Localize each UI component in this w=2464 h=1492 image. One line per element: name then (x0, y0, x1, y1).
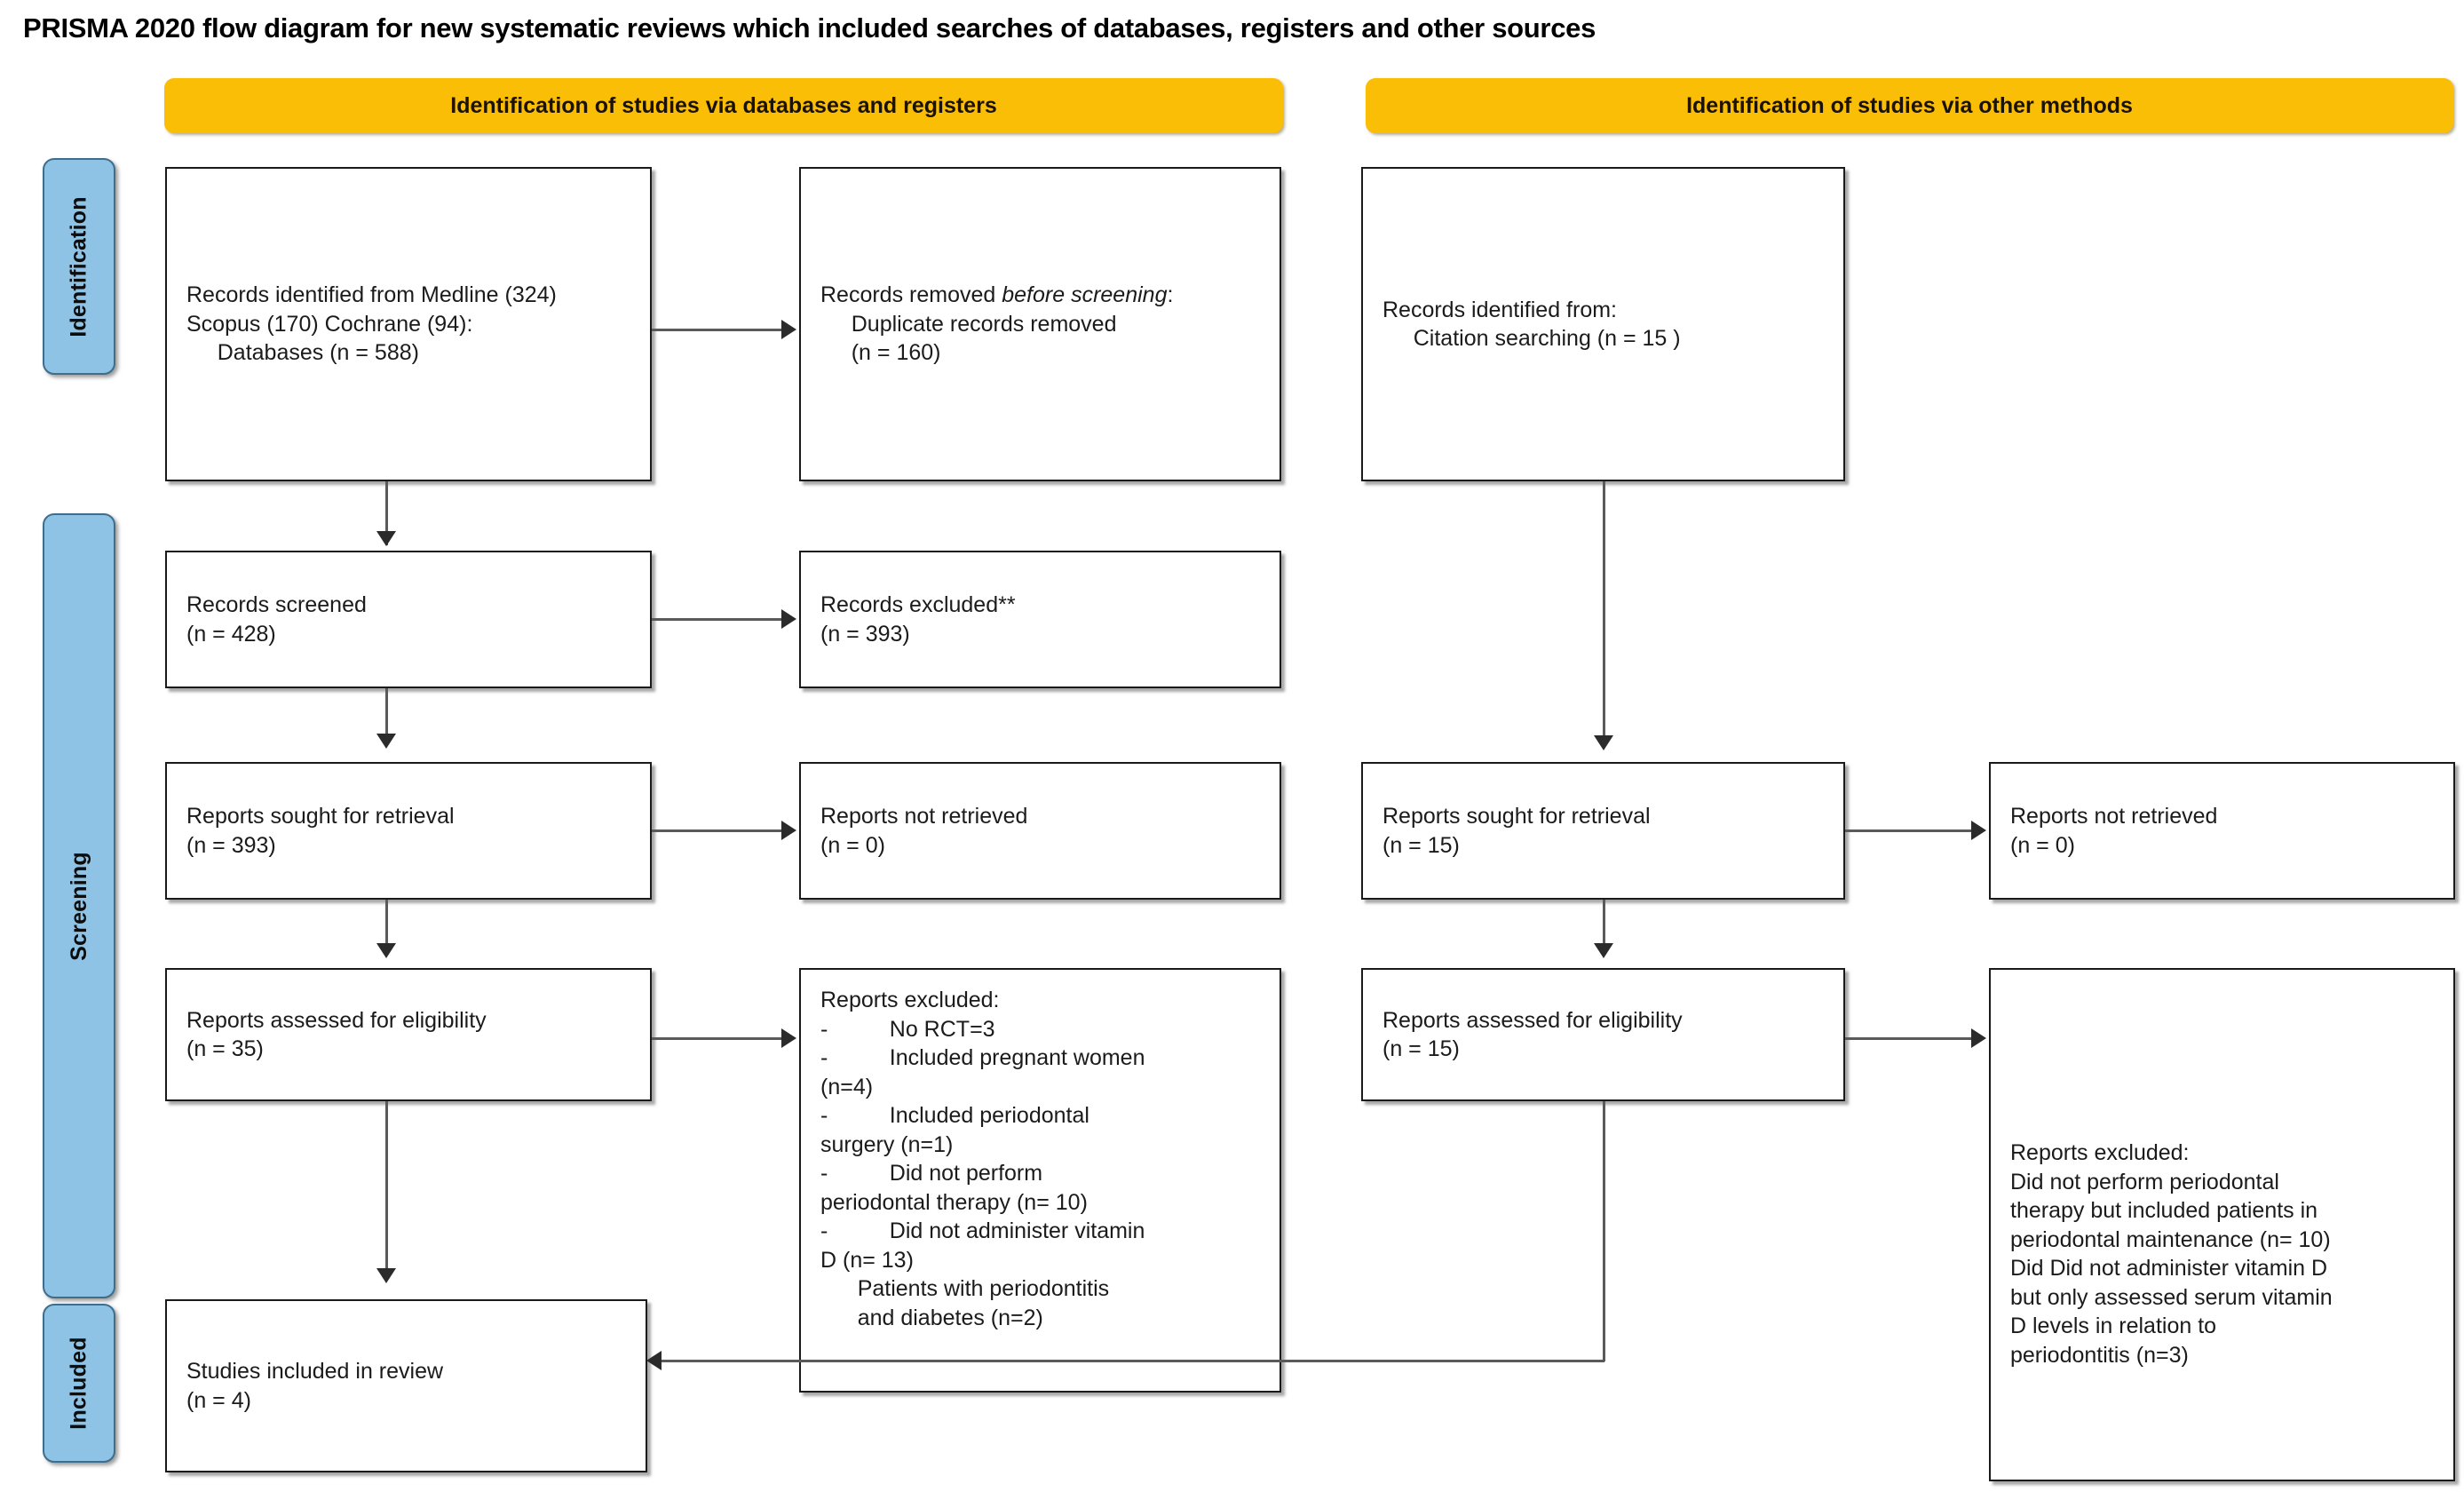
box-reports-sought-right-text: Reports sought for retrieval (n = 15) (1383, 804, 1651, 858)
box-reports-assessed-right: Reports assessed for eligibility (n = 15… (1361, 968, 1845, 1101)
connector-sought-to-notretrieved-right (1845, 829, 1973, 832)
connector-screened-to-excluded (652, 618, 783, 621)
phase-header-databases-label: Identification of studies via databases … (450, 92, 997, 118)
box-records-identified-other: Records identified from: Citation search… (1361, 167, 1845, 481)
arrow-identified-to-screened (376, 531, 396, 546)
connector-assessed-to-excluded-left (652, 1037, 783, 1040)
connector-screened-to-sought (385, 688, 388, 746)
connector-other-identified-to-sought (1603, 481, 1605, 748)
box-studies-included: Studies included in review (n = 4) (165, 1299, 647, 1472)
stage-tab-identification-label: Identification (66, 195, 91, 337)
box-reports-not-retrieved-right-text: Reports not retrieved (n = 0) (2010, 804, 2218, 858)
box-reports-assessed-left-text: Reports assessed for eligibility (n = 35… (186, 1007, 487, 1062)
connector-sought-to-assessed-right (1603, 900, 1605, 955)
arrow-sought-to-assessed-left (376, 943, 396, 958)
box-reports-sought-left-text: Reports sought for retrieval (n = 393) (186, 804, 455, 858)
box-records-identified-other-text: Records identified from: Citation search… (1383, 297, 1681, 352)
box-records-screened: Records screened (n = 428) (165, 551, 652, 688)
box-records-excluded-text: Records excluded** (n = 393) (820, 592, 1016, 647)
box-reports-excluded-right: Reports excluded: Did not perform period… (1989, 968, 2455, 1481)
connector-sought-to-assessed-left (385, 900, 388, 955)
box-reports-sought-left: Reports sought for retrieval (n = 393) (165, 762, 652, 900)
connector-identified-to-screened (385, 481, 388, 545)
box-records-removed-text: Records removed before screening: Duplic… (820, 282, 1174, 366)
stage-tab-included: Included (43, 1304, 115, 1463)
box-records-excluded: Records excluded** (n = 393) (799, 551, 1281, 688)
connector-assessed-to-included (385, 1101, 388, 1279)
stage-tab-screening: Screening (43, 513, 115, 1298)
connector-assessed-to-excluded-right (1845, 1037, 1973, 1040)
arrow-screened-to-excluded (781, 609, 796, 629)
box-records-removed-before-screening: Records removed before screening: Duplic… (799, 167, 1281, 481)
arrow-assessed-right-to-included (646, 1351, 662, 1370)
connector-assessed-right-to-included-vertical (1603, 1101, 1605, 1361)
box-reports-sought-right: Reports sought for retrieval (n = 15) (1361, 762, 1845, 900)
stage-tab-included-label: Included (66, 1337, 91, 1430)
phase-header-other-methods-label: Identification of studies via other meth… (1686, 92, 2133, 118)
box-reports-excluded-left-text: Reports excluded: - No RCT=3 - Included … (820, 988, 1145, 1330)
arrow-identified-to-removed (781, 320, 796, 339)
arrow-other-identified-to-sought (1594, 735, 1613, 750)
box-studies-included-text: Studies included in review (n = 4) (186, 1359, 444, 1413)
box-reports-assessed-left: Reports assessed for eligibility (n = 35… (165, 968, 652, 1101)
arrow-sought-to-notretrieved-left (781, 821, 796, 840)
box-reports-not-retrieved-left: Reports not retrieved (n = 0) (799, 762, 1281, 900)
phase-header-other-methods: Identification of studies via other meth… (1366, 78, 2453, 133)
page-title: PRISMA 2020 flow diagram for new systema… (23, 12, 1596, 44)
box-records-identified-databases: Records identified from Medline (324) Sc… (165, 167, 652, 481)
box-reports-not-retrieved-left-text: Reports not retrieved (n = 0) (820, 804, 1028, 858)
arrow-assessed-to-included (376, 1268, 396, 1283)
box-records-identified-databases-text: Records identified from Medline (324) Sc… (186, 282, 557, 366)
phase-header-databases: Identification of studies via databases … (164, 78, 1283, 133)
connector-sought-to-notretrieved-left (652, 829, 783, 832)
connector-identified-to-removed (652, 329, 783, 331)
arrow-screened-to-sought (376, 734, 396, 749)
stage-tab-screening-label: Screening (66, 851, 91, 961)
box-reports-not-retrieved-right: Reports not retrieved (n = 0) (1989, 762, 2455, 900)
box-reports-excluded-right-text: Reports excluded: Did not perform period… (2010, 1140, 2333, 1368)
stage-tab-identification: Identification (43, 158, 115, 375)
arrow-assessed-to-excluded-left (781, 1028, 796, 1048)
connector-assessed-right-to-included-horizontal (662, 1360, 1604, 1362)
box-reports-assessed-right-text: Reports assessed for eligibility (n = 15… (1383, 1007, 1683, 1062)
box-reports-excluded-left: Reports excluded: - No RCT=3 - Included … (799, 968, 1281, 1393)
box-records-screened-text: Records screened (n = 428) (186, 592, 367, 647)
arrow-sought-to-assessed-right (1594, 943, 1613, 958)
arrow-sought-to-notretrieved-right (1971, 821, 1986, 840)
arrow-assessed-to-excluded-right (1971, 1028, 1986, 1048)
